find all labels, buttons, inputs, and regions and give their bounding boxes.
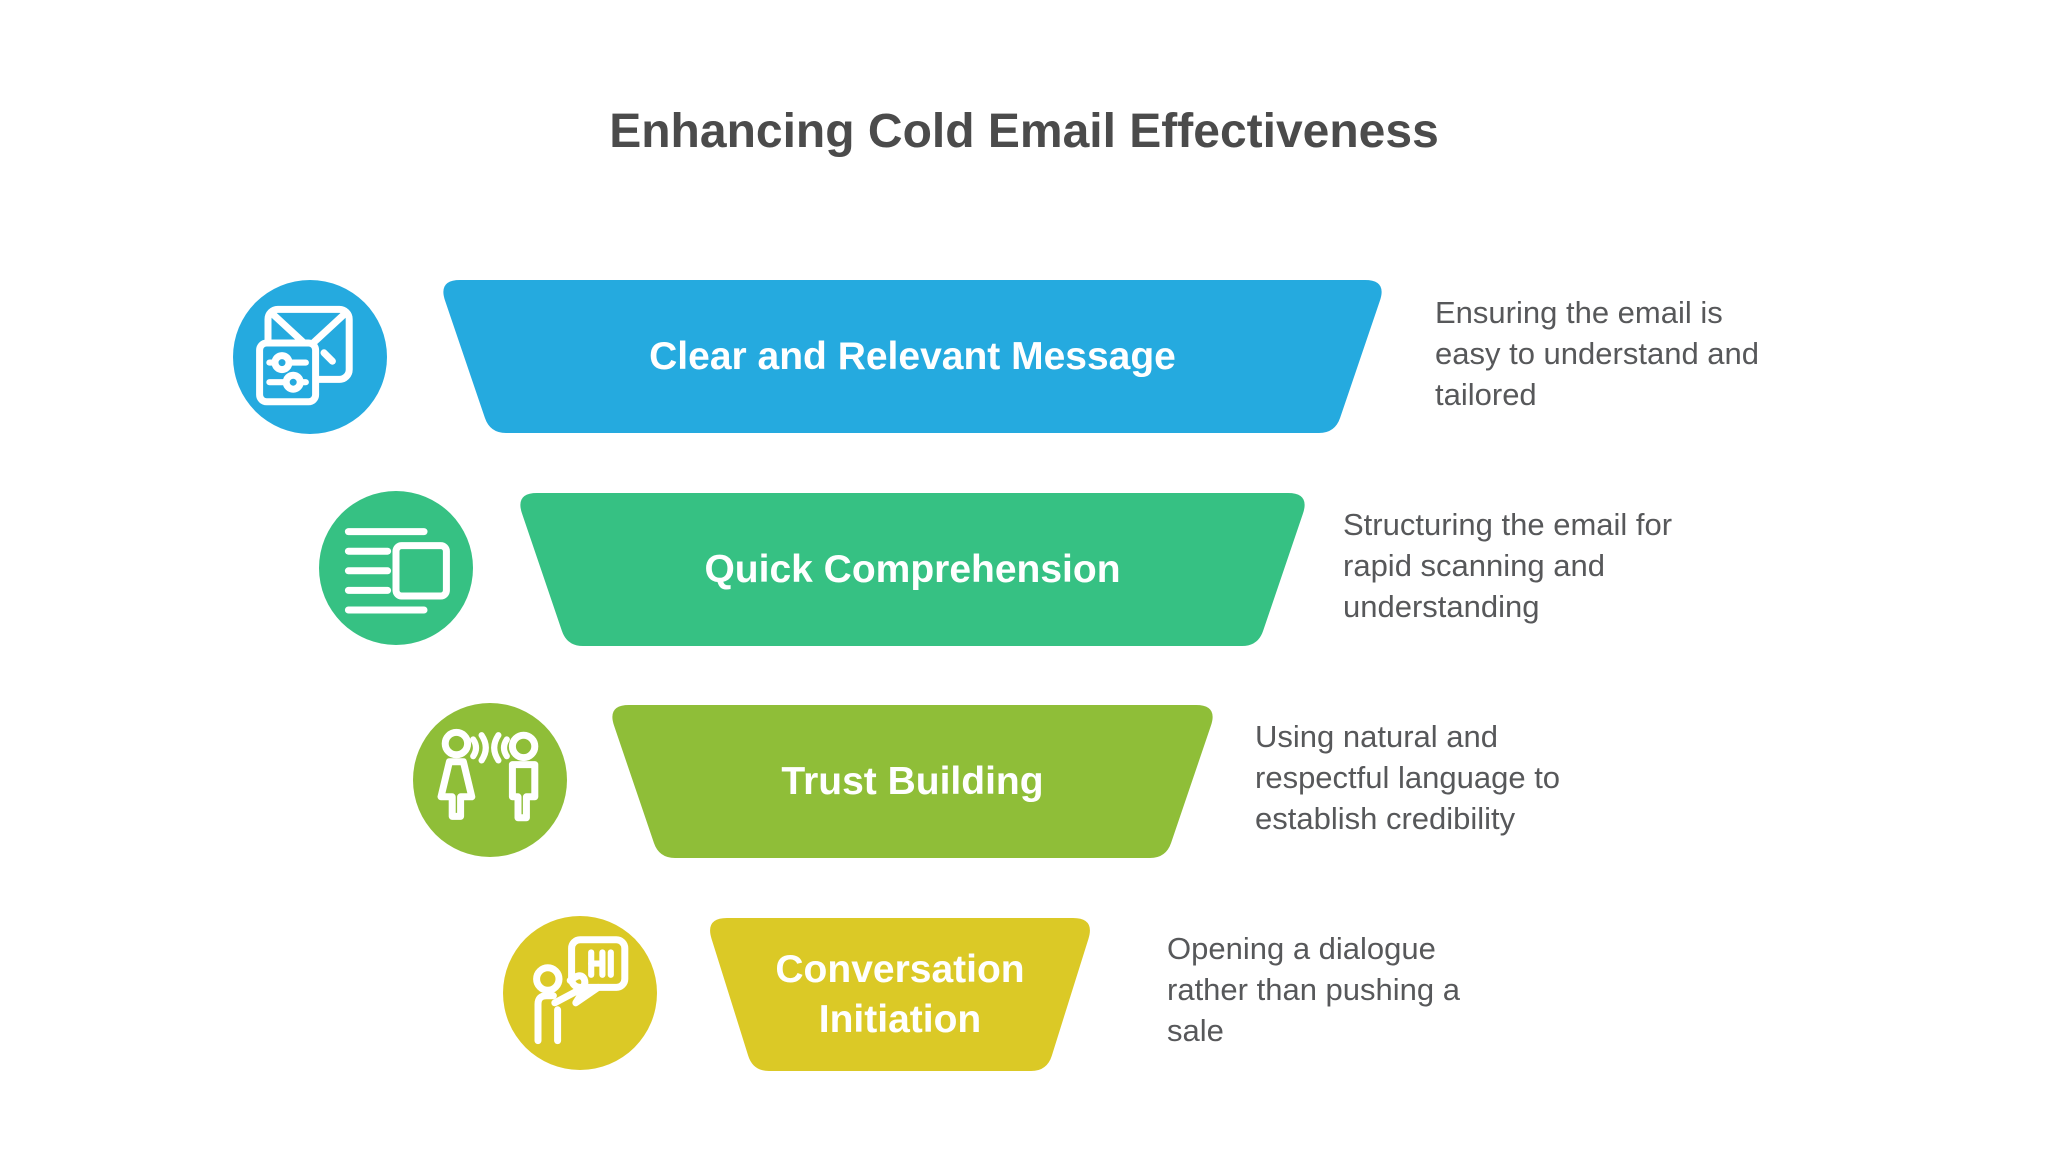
document-scan-icon xyxy=(319,491,473,645)
hi-speech-bubble-icon xyxy=(503,916,657,1070)
funnel-level-3-description: Using natural and respectful language to… xyxy=(1255,719,1561,836)
funnel-bar-3-label: Trust Building xyxy=(781,759,1044,803)
email-settings-icon xyxy=(233,280,387,434)
funnel-bar-2 xyxy=(520,493,1305,646)
funnel-level-4-description: Opening a dialogue rather than pushing a… xyxy=(1167,931,1460,1048)
page-title: Enhancing Cold Email Effectiveness xyxy=(609,105,1439,158)
funnel-level-2-description: Structuring the email for rapid scanning… xyxy=(1343,507,1673,624)
funnel-bar-1-label: Clear and Relevant Message xyxy=(649,334,1176,378)
funnel-bar-1 xyxy=(443,280,1382,433)
funnel-level-1-description: Ensuring the email is easy to understand… xyxy=(1435,295,1760,412)
people-talking-icon xyxy=(413,703,567,857)
funnel-bar-4-label: Conversation Initiation xyxy=(775,947,1025,1041)
funnel-bar-2-label: Quick Comprehension xyxy=(704,547,1121,591)
funnel-bar-3 xyxy=(612,705,1213,858)
funnel-bar-4 xyxy=(710,918,1090,1071)
